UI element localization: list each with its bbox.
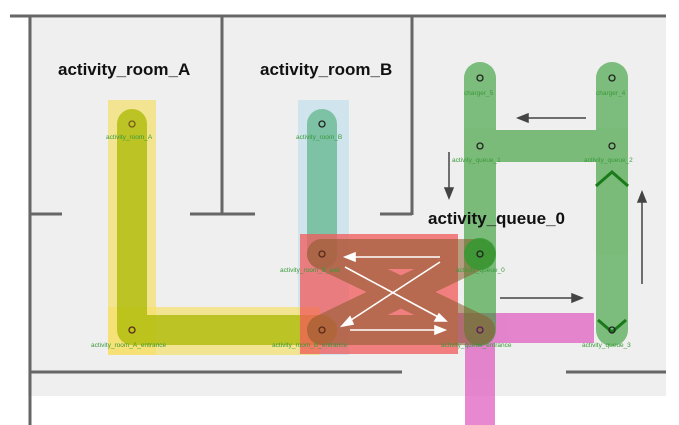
label-charger-5: charger_5: [464, 90, 494, 97]
waypoint-nodes: [128, 74, 616, 334]
node-highlight-queue-0: [464, 238, 496, 270]
waypoint-charger-5[interactable]: [476, 74, 484, 82]
waypoint-room-a-entrance[interactable]: [128, 326, 136, 334]
label-room-b-node: activity_room_B: [296, 134, 342, 141]
waypoint-queue-0[interactable]: [476, 250, 484, 258]
arrow-queue-down-head: [443, 187, 455, 201]
crossing-arrows: [339, 251, 448, 336]
label-room-b-exit: activity_room_B_exit: [280, 267, 340, 274]
flow-arrows: [443, 112, 648, 304]
area-label-queue-0: activity_queue_0: [428, 209, 565, 228]
waypoint-room-b-exit[interactable]: [318, 250, 326, 258]
lane-queue-loop: [464, 62, 628, 346]
label-room-a-entrance: activity_room_A_entrance: [91, 342, 167, 349]
waypoint-room-b[interactable]: [318, 120, 326, 128]
chevron-up-icon: [595, 170, 629, 188]
label-charger-4: charger_4: [596, 90, 626, 97]
arrow-charger-left-head: [515, 112, 529, 124]
label-queue-0-node: activity_queue_0: [456, 267, 505, 274]
area-label-room-a: activity_room_A: [58, 60, 190, 79]
label-queue-3: activity_queue_3: [582, 342, 631, 349]
waypoint-queue-2[interactable]: [608, 142, 616, 150]
arrow-queue-up-head: [636, 189, 648, 203]
label-queue-entrance: activity_queue_entrance: [441, 342, 512, 349]
label-queue-1: activity_queue_1: [452, 157, 501, 164]
waypoint-charger-4[interactable]: [608, 74, 616, 82]
area-label-room-b: activity_room_B: [260, 60, 392, 79]
waypoint-queue-entrance[interactable]: [476, 326, 484, 334]
lane-room-a: [117, 109, 337, 345]
label-room-b-entrance: activity_room_B_entrance: [272, 342, 348, 349]
arrow-entrance-right-head: [571, 292, 585, 304]
waypoint-queue-3[interactable]: [608, 326, 616, 334]
label-queue-2: activity_queue_2: [584, 157, 633, 164]
chevrons: [595, 170, 629, 334]
waypoint-room-b-entrance[interactable]: [318, 326, 326, 334]
walls: [10, 14, 666, 425]
label-room-a-node: activity_room_A: [106, 134, 153, 141]
waypoint-room-a[interactable]: [128, 120, 136, 128]
chevron-down-icon: [597, 318, 627, 334]
waypoint-queue-1[interactable]: [476, 142, 484, 150]
